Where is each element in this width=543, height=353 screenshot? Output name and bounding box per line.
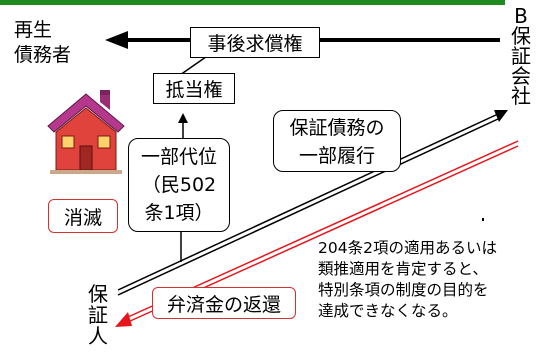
claim-arrow-head [105, 31, 128, 49]
subrogation-claim-box: 事後求償権 [190, 27, 320, 58]
partial-subrogation-box: 一部代位 （民502 条1項） [128, 138, 230, 232]
repayment-return-box: 弁済金の返還 [152, 287, 296, 319]
mortgage-box: 抵当権 [153, 73, 235, 104]
debtor-label: 再生 債務者 [14, 19, 72, 66]
guarantor-label: 保 証 人 [88, 282, 108, 348]
company-b-label: B 保 証 会 社 [511, 4, 531, 108]
top-green-bar [0, 0, 505, 5]
explanatory-note: 204条2項の適用あるいは 類推適用を肯定すると、 特別条項の制度の目的を 達成… [318, 239, 497, 320]
partial-performance-box: 保証債務の 一部履行 [273, 110, 401, 172]
house-icon [47, 90, 125, 174]
extinction-box: 消滅 [48, 199, 118, 233]
